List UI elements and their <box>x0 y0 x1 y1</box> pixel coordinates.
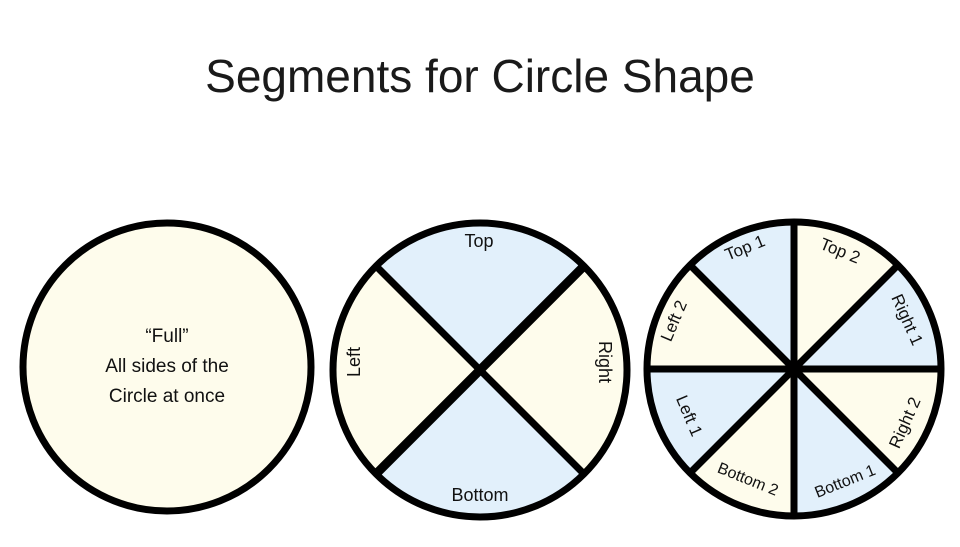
full-circle-label-2: All sides of the <box>105 356 229 377</box>
page-title: Segments for Circle Shape <box>205 50 755 102</box>
segment-left <box>332 266 480 474</box>
four-segment-circle: Top Right Bottom Left <box>329 219 631 521</box>
full-circle-label-3: Circle at once <box>109 386 225 407</box>
segment-right <box>480 266 628 474</box>
eight-segment-outline <box>643 218 945 520</box>
divider-line-2 <box>372 262 588 478</box>
segment-left-1 <box>647 369 794 473</box>
segment-bottom-2 <box>690 369 794 517</box>
segment-bottom <box>376 370 584 518</box>
segment-right-2 <box>794 369 942 473</box>
segment-bottom-1 <box>794 369 898 517</box>
four-segment-outline <box>329 219 631 521</box>
label-top: Top <box>464 231 493 251</box>
segment-right-1 <box>794 265 942 369</box>
segment-top-2 <box>794 221 898 369</box>
segment-left-2 <box>647 265 794 369</box>
segment-top <box>376 222 584 370</box>
eight-segment-circle: Top 1 Top 2 Right 1 Right 2 Bottom 1 Bot… <box>643 218 945 520</box>
full-circle <box>19 219 315 515</box>
segment-top-1 <box>690 221 794 369</box>
label-left: Left <box>344 347 364 377</box>
label-bottom: Bottom <box>451 485 508 505</box>
full-circle-group: “Full” All sides of the Circle at once <box>19 219 315 515</box>
full-circle-label-1: “Full” <box>145 326 188 347</box>
label-right: Right <box>595 341 615 383</box>
